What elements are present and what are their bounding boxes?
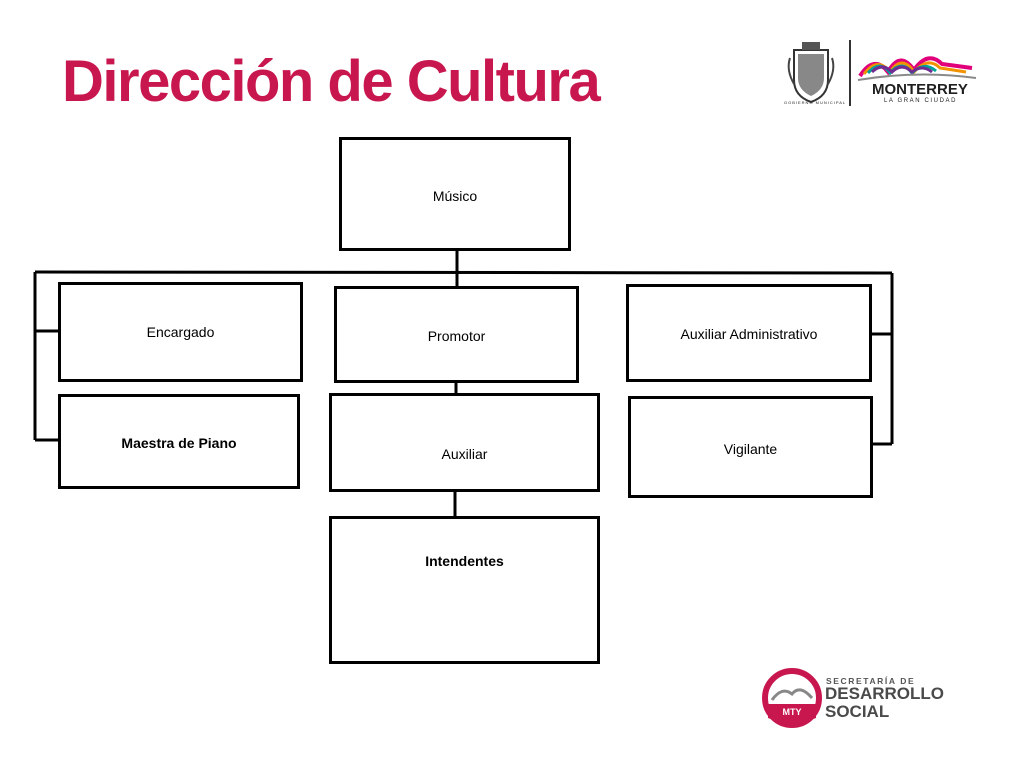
org-box-maestra-de-piano: Maestra de Piano xyxy=(58,394,300,489)
org-label-auxiliar-administrativo: Auxiliar Administrativo xyxy=(680,326,818,342)
org-box-promotor: Promotor xyxy=(334,286,579,383)
org-box-intendentes: Intendentes xyxy=(329,516,600,664)
org-label-maestra-de-piano: Maestra de Piano xyxy=(121,435,237,451)
org-box-auxiliar: Auxiliar xyxy=(329,393,600,492)
org-label-encargado: Encargado xyxy=(146,324,215,340)
desarrollo-social-badge-icon: MTY xyxy=(762,668,822,728)
social-label: SOCIAL xyxy=(825,702,890,721)
org-box-vigilante: Vigilante xyxy=(628,396,873,498)
mty-badge-text: MTY xyxy=(783,707,802,717)
org-box-musico: Músico xyxy=(339,137,571,251)
crest-caption: GOBIERNO MUNICIPAL xyxy=(784,100,847,105)
monterrey-logo xyxy=(787,40,977,106)
slide-title: Dirección de Cultura xyxy=(62,49,601,114)
monterrey-mountain-icon xyxy=(857,56,977,81)
crest-icon xyxy=(787,42,835,104)
desarrollo-label: DESARROLLO xyxy=(825,684,944,703)
secretaria-label: SECRETARÍA DE xyxy=(826,676,916,686)
org-label-promotor: Promotor xyxy=(427,328,486,344)
monterrey-tagline: LA GRAN CIUDAD xyxy=(884,98,958,104)
org-box-encargado: Encargado xyxy=(58,282,303,382)
org-label-musico: Músico xyxy=(432,188,478,204)
org-box-auxiliar-administrativo: Auxiliar Administrativo xyxy=(626,284,872,382)
org-label-auxiliar: Auxiliar xyxy=(441,446,488,462)
monterrey-name: MONTERREY xyxy=(872,81,968,98)
org-label-vigilante: Vigilante xyxy=(723,441,778,457)
org-label-intendentes: Intendentes xyxy=(425,553,504,569)
